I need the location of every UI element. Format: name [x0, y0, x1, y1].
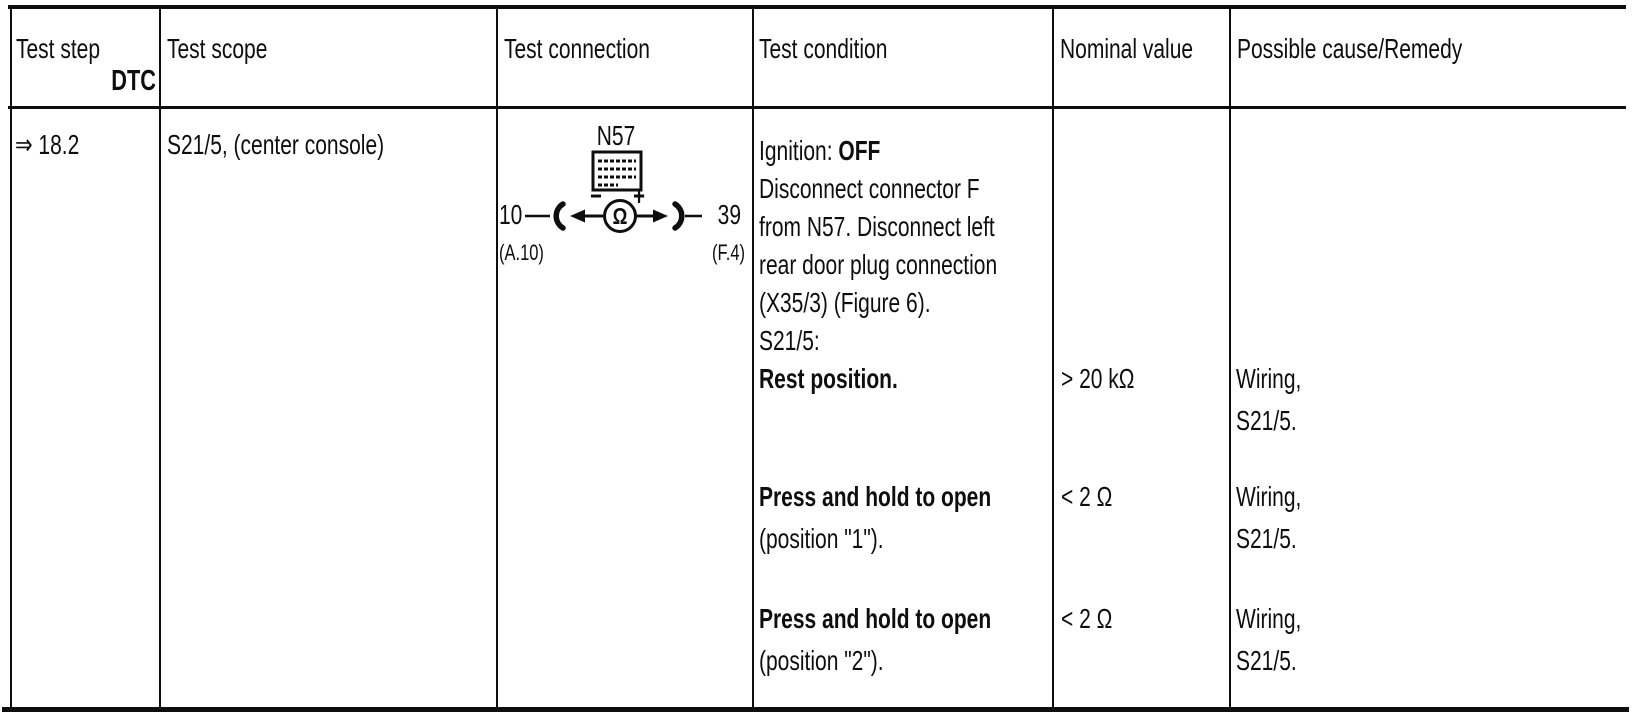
column-line-step-scope	[159, 5, 161, 707]
remedy-3: Wiring, S21/5.	[1236, 598, 1301, 682]
check-action: Press and hold to open	[759, 603, 992, 634]
test-condition-check-3: Press and hold to open (position "2").	[759, 598, 991, 682]
condition-line: rear door plug connection	[759, 249, 998, 280]
left-connector-ref: (A.10)	[499, 241, 544, 266]
component-label: N57	[597, 121, 636, 152]
test-condition-check-2: Press and hold to open (position "1").	[759, 476, 991, 560]
remedy-line: S21/5.	[1236, 645, 1297, 676]
test-condition-intro: Ignition: OFF Disconnect connector F fro…	[759, 132, 997, 360]
column-line-connection-condition	[752, 5, 754, 707]
remedy-1: Wiring, S21/5.	[1236, 358, 1301, 442]
ignition-state: OFF	[838, 135, 881, 166]
test-scope-value: S21/5, (center console)	[167, 129, 385, 160]
remedy-2: Wiring, S21/5.	[1236, 476, 1301, 560]
right-connector-ref: (F.4)	[712, 241, 745, 266]
condition-line: (X35/3) (Figure 6).	[759, 287, 931, 318]
col-header-dtc: DTC	[111, 65, 156, 97]
right-arrowhead-icon	[653, 209, 668, 223]
left-arrowhead-icon	[570, 209, 585, 223]
nominal-value-2: < 2 Ω	[1061, 481, 1113, 512]
column-line-scope-connection	[496, 5, 498, 707]
left-socket-icon	[553, 201, 566, 231]
col-header-test-connection: Test connection	[504, 33, 650, 64]
check-action: Press and hold to open	[759, 481, 992, 512]
plus-sign: +	[633, 181, 645, 212]
remedy-line: S21/5.	[1236, 405, 1297, 436]
column-line-left	[10, 5, 12, 707]
col-header-test-step: Test step	[16, 33, 101, 64]
right-socket-icon	[672, 201, 685, 231]
column-line-nominal-remedy	[1229, 5, 1231, 707]
condition-line: Disconnect connector F	[759, 173, 980, 204]
test-connection-diagram: N57 10 39 (A.10) (F.4) − + Ω	[499, 121, 745, 266]
check-note: (position "2").	[759, 645, 884, 676]
table-border-bottom	[2, 707, 1629, 712]
nominal-value-1: > 20 kΩ	[1061, 363, 1135, 394]
test-condition-check-1: Rest position.	[759, 358, 898, 400]
ignition-label: Ignition:	[759, 135, 839, 166]
minus-sign: −	[590, 181, 602, 212]
remedy-line: Wiring,	[1236, 481, 1302, 512]
n57-module-icon	[591, 150, 643, 192]
test-step-value: ⇒ 18.2	[15, 129, 80, 160]
check-action: Rest position.	[759, 363, 898, 394]
column-line-condition-nominal	[1052, 5, 1054, 707]
col-header-possible-cause: Possible cause/Remedy	[1237, 33, 1463, 64]
remedy-line: Wiring,	[1236, 603, 1302, 634]
col-header-nominal-value: Nominal value	[1060, 33, 1194, 64]
condition-line: from N57. Disconnect left	[759, 211, 995, 242]
condition-line: S21/5:	[759, 325, 820, 356]
check-note: (position "1").	[759, 523, 884, 554]
remedy-line: S21/5.	[1236, 523, 1297, 554]
header-divider-line	[8, 106, 1626, 109]
right-pin-label: 39	[718, 200, 741, 231]
ohm-symbol: Ω	[613, 204, 628, 229]
ohmmeter-circuit	[525, 199, 702, 233]
condition-line-ignition: Ignition: OFF	[759, 132, 997, 170]
remedy-line: Wiring,	[1236, 363, 1302, 394]
table-border-top	[8, 5, 1626, 9]
ohmmeter-icon	[603, 199, 637, 233]
col-header-test-scope: Test scope	[167, 33, 268, 64]
col-header-test-condition: Test condition	[759, 33, 888, 64]
nominal-value-3: < 2 Ω	[1061, 603, 1113, 634]
left-pin-label: 10	[499, 200, 522, 231]
